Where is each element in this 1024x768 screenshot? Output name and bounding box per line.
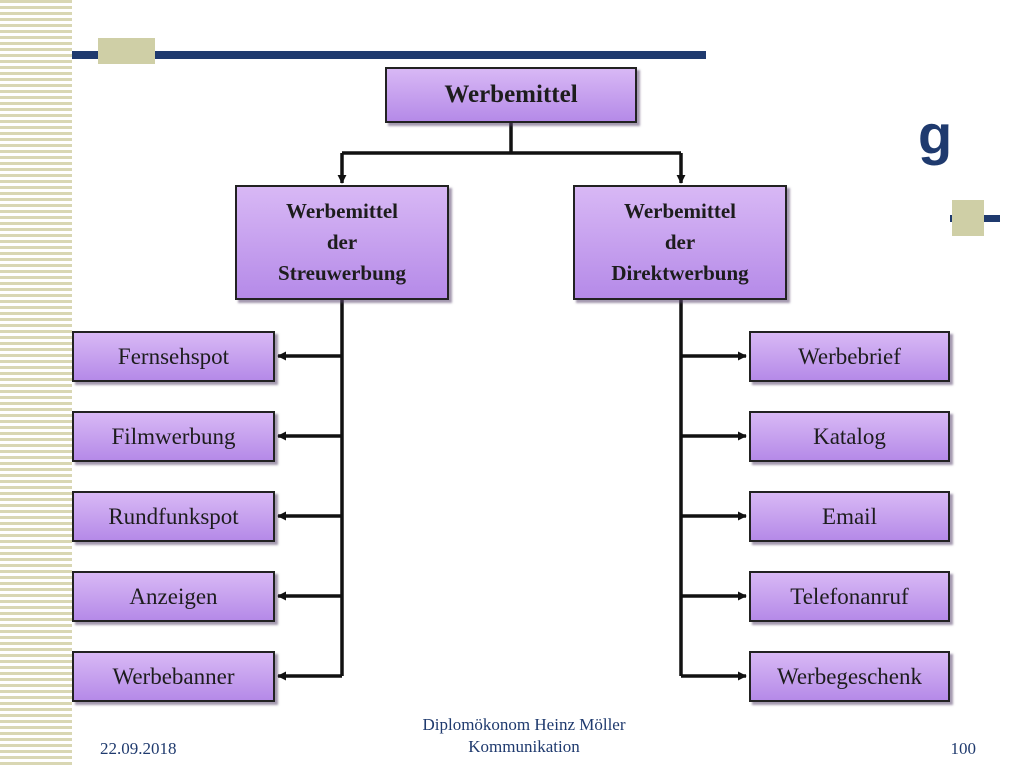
leaf-left-5-label: Werbebanner xyxy=(112,663,235,689)
leaf-node-left-4: Anzeigen xyxy=(72,571,275,622)
slide-title-fragment: g xyxy=(918,103,953,166)
leaf-right-2-label: Katalog xyxy=(813,423,886,449)
branch-left-line-1: Werbemittel xyxy=(286,199,398,223)
footer-author: Diplomökonom Heinz Möller xyxy=(422,715,626,734)
branch-right-line-3: Direktwerbung xyxy=(611,261,749,285)
footer-page-number: 100 xyxy=(950,739,977,758)
leaf-left-3-label: Rundfunkspot xyxy=(108,503,239,529)
branch-left-line-2: der xyxy=(326,230,358,254)
leaf-right-4-label: Telefonanruf xyxy=(790,583,909,609)
header-accent-block xyxy=(98,38,155,64)
leaf-node-right-2: Katalog xyxy=(749,411,950,462)
branch-node-direktwerbung: Werbemittel der Direktwerbung xyxy=(573,185,787,300)
footer-subject: Kommunikation xyxy=(468,737,580,756)
root-node-werbemittel: Werbemittel xyxy=(385,67,637,123)
leaf-left-4-label: Anzeigen xyxy=(129,583,218,609)
leaf-left-2-label: Filmwerbung xyxy=(111,423,236,449)
leaf-node-left-1: Fernsehspot xyxy=(72,331,275,382)
branch-left-line-3: Streuwerbung xyxy=(278,261,406,285)
footer-center: Diplomökonom Heinz Möller Kommunikation xyxy=(376,714,672,758)
leaf-node-right-3: Email xyxy=(749,491,950,542)
branch-right-line-2: der xyxy=(664,230,696,254)
branch-right-line-1: Werbemittel xyxy=(624,199,736,223)
leaf-node-left-3: Rundfunkspot xyxy=(72,491,275,542)
leaf-node-right-1: Werbebrief xyxy=(749,331,950,382)
decorative-stripe-bar xyxy=(0,0,72,768)
leaf-node-left-5: Werbebanner xyxy=(72,651,275,702)
leaf-node-right-4: Telefonanruf xyxy=(749,571,950,622)
branch-node-streuwerbung: Werbemittel der Streuwerbung xyxy=(235,185,449,300)
right-accent-block xyxy=(952,200,984,236)
root-node-label: Werbemittel xyxy=(444,81,578,108)
leaf-node-left-2: Filmwerbung xyxy=(72,411,275,462)
footer-date: 22.09.2018 xyxy=(100,739,177,758)
leaf-right-5-label: Werbegeschenk xyxy=(776,663,923,689)
leaf-right-3-label: Email xyxy=(822,503,877,529)
leaf-left-1-label: Fernsehspot xyxy=(117,343,230,369)
leaf-node-right-5: Werbegeschenk xyxy=(749,651,950,702)
header-accent-line xyxy=(72,51,706,59)
leaf-right-1-label: Werbebrief xyxy=(798,343,901,369)
